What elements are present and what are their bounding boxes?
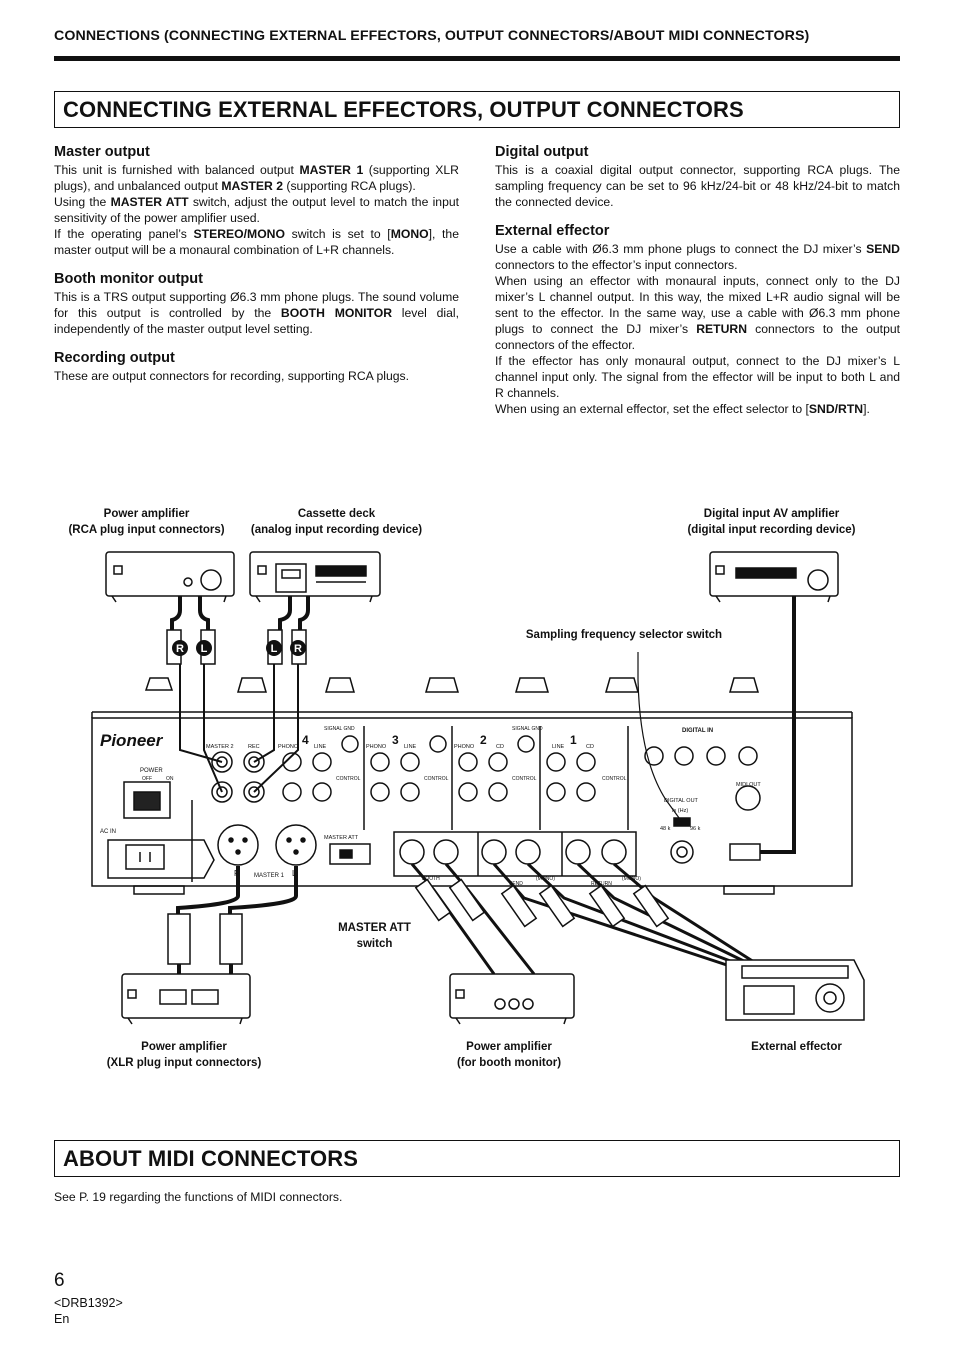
- page-number: 6: [54, 1270, 65, 1291]
- panel-fs-96: 96 k: [690, 826, 701, 832]
- digital-cable: [637, 596, 796, 861]
- panel-line-1: LINE: [552, 744, 565, 750]
- header-rule: [54, 56, 900, 61]
- label-external-effector: External effector: [751, 1041, 842, 1053]
- external-effector-p2: When using an effector with monaural inp…: [495, 274, 901, 352]
- panel-master-att: MASTER ATT: [324, 835, 359, 841]
- panel-signal-gnd-1: SIGNAL GND: [324, 726, 355, 732]
- panel-plug-r-master: R: [234, 869, 240, 878]
- section-title-connections: CONNECTING EXTERNAL EFFECTORS, OUTPUT CO…: [54, 91, 900, 128]
- power-amp-rca-device: [105, 551, 235, 603]
- panel-control-4: CONTROL: [336, 776, 361, 782]
- panel-rec: REC: [248, 744, 260, 750]
- section-title-midi: ABOUT MIDI CONNECTORS: [54, 1140, 900, 1177]
- master-output-p1: This unit is furnished with balanced out…: [54, 163, 459, 193]
- recording-output-heading: Recording output: [54, 350, 175, 366]
- connection-diagram: Power amplifier (RCA plug input connecto…: [54, 500, 900, 1080]
- booth-output-p1: This is a TRS output supporting Ø6.3 mm …: [54, 290, 459, 336]
- label-power-amp-rca: Power amplifier (RCA plug input connecto…: [68, 508, 225, 536]
- panel-phono-3: PHONO: [366, 744, 387, 750]
- plug-badge-r1: R: [176, 643, 184, 655]
- master-output-p3: If the operating panel’s STEREO/MONO swi…: [54, 227, 459, 257]
- panel-send: SEND: [509, 881, 523, 887]
- panel-signal-gnd-2: SIGNAL GND: [512, 726, 543, 732]
- panel-line-3: LINE: [404, 744, 417, 750]
- panel-digital-in: DIGITAL IN: [682, 728, 713, 734]
- plug-badge-l1: L: [201, 643, 208, 655]
- external-effector-device: [725, 959, 865, 1021]
- panel-plug-l-master: L: [292, 869, 297, 878]
- plug-badge-r2: R: [294, 643, 302, 655]
- panel-control-3: CONTROL: [424, 776, 449, 782]
- panel-cd-2: CD: [496, 744, 504, 750]
- panel-digital-out: DIGITAL OUT: [664, 798, 699, 804]
- panel-on: ON: [166, 776, 174, 782]
- panel-power: POWER: [140, 768, 163, 774]
- master-output-heading: Master output: [54, 144, 150, 160]
- panel-fs: fs (Hz): [672, 808, 688, 814]
- doc-code: <DRB1392> En: [54, 1295, 123, 1327]
- panel-off: OFF: [142, 776, 152, 782]
- panel-brand: Pioneer: [100, 731, 164, 750]
- external-effector-p3: If the effector has only monaural output…: [495, 354, 900, 400]
- panel-ch1: 1: [570, 733, 577, 747]
- panel-ch3: 3: [392, 733, 399, 747]
- label-master-att-switch: MASTER ATT switch: [338, 922, 411, 950]
- external-effector-heading: External effector: [495, 223, 610, 239]
- label-power-amp-xlr: Power amplifier (XLR plug input connecto…: [106, 1041, 262, 1069]
- panel-line-4: LINE: [314, 744, 327, 750]
- panel-booth: BOOTH: [422, 876, 440, 882]
- panel-master1: MASTER 1: [254, 873, 285, 879]
- panel-master2: MASTER 2: [206, 744, 234, 750]
- phone-plugs: [414, 878, 670, 928]
- digital-output-heading: Digital output: [495, 144, 589, 160]
- right-column: Digital output This is a coaxial digital…: [495, 143, 900, 417]
- panel-mono-send: (MONO): [536, 876, 555, 882]
- panel-fs-48: 48 k: [660, 826, 671, 832]
- master-output-p2: Using the MASTER ATT switch, adjust the …: [54, 195, 460, 225]
- panel-mono-return: (MONO): [622, 876, 641, 882]
- external-effector-p4: When using an external effector, set the…: [495, 402, 870, 416]
- panel-cd-1: CD: [586, 744, 594, 750]
- panel-ac-in: AC IN: [100, 829, 116, 835]
- panel-phono-2: PHONO: [454, 744, 475, 750]
- recording-output-p1: These are output connectors for recordin…: [54, 369, 409, 383]
- power-amp-booth-device: [449, 973, 575, 1025]
- panel-phono-4: PHONO: [278, 744, 299, 750]
- diagram-drawing: Pioneer POWER OFF ON AC IN MASTER 2 REC …: [91, 551, 865, 1025]
- doc-lang: En: [54, 1312, 70, 1326]
- panel-control-1: CONTROL: [602, 776, 627, 782]
- doc-code-id: <DRB1392>: [54, 1296, 123, 1310]
- midi-note: See P. 19 regarding the functions of MID…: [54, 1190, 343, 1204]
- digital-output-p1: This is a coaxial digital output connect…: [495, 163, 900, 209]
- left-column: Master output This unit is furnished wit…: [54, 143, 459, 384]
- power-amp-xlr-device: [121, 973, 251, 1025]
- mixer-knobs: [144, 677, 759, 693]
- phone-plug-cables: [410, 862, 755, 976]
- label-cassette-deck: Cassette deck (analog input recording de…: [250, 508, 423, 536]
- label-power-amp-booth: Power amplifier (for booth monitor): [456, 1041, 562, 1069]
- panel-return: RETURN: [591, 881, 612, 887]
- panel-ch4: 4: [302, 733, 309, 747]
- panel-midi-out: MIDI OUT: [736, 782, 761, 788]
- label-digital-av-amp: Digital input AV amplifier (digital inpu…: [687, 508, 856, 536]
- page-header-title: CONNECTIONS (CONNECTING EXTERNAL EFFECTO…: [54, 28, 810, 44]
- rca-cables: [170, 596, 310, 793]
- booth-output-heading: Booth monitor output: [54, 271, 203, 287]
- panel-control-2: CONTROL: [512, 776, 537, 782]
- digital-av-amp-device: [709, 551, 839, 603]
- panel-ch2: 2: [480, 733, 487, 747]
- external-effector-p1: Use a cable with Ø6.3 mm phone plugs to …: [495, 242, 900, 272]
- plug-badge-l2: L: [271, 643, 278, 655]
- mixer-rear-panel: [91, 711, 853, 895]
- label-sampling-switch: Sampling frequency selector switch: [525, 629, 723, 641]
- xlr-cables: [167, 866, 298, 974]
- cassette-deck-device: [249, 551, 381, 603]
